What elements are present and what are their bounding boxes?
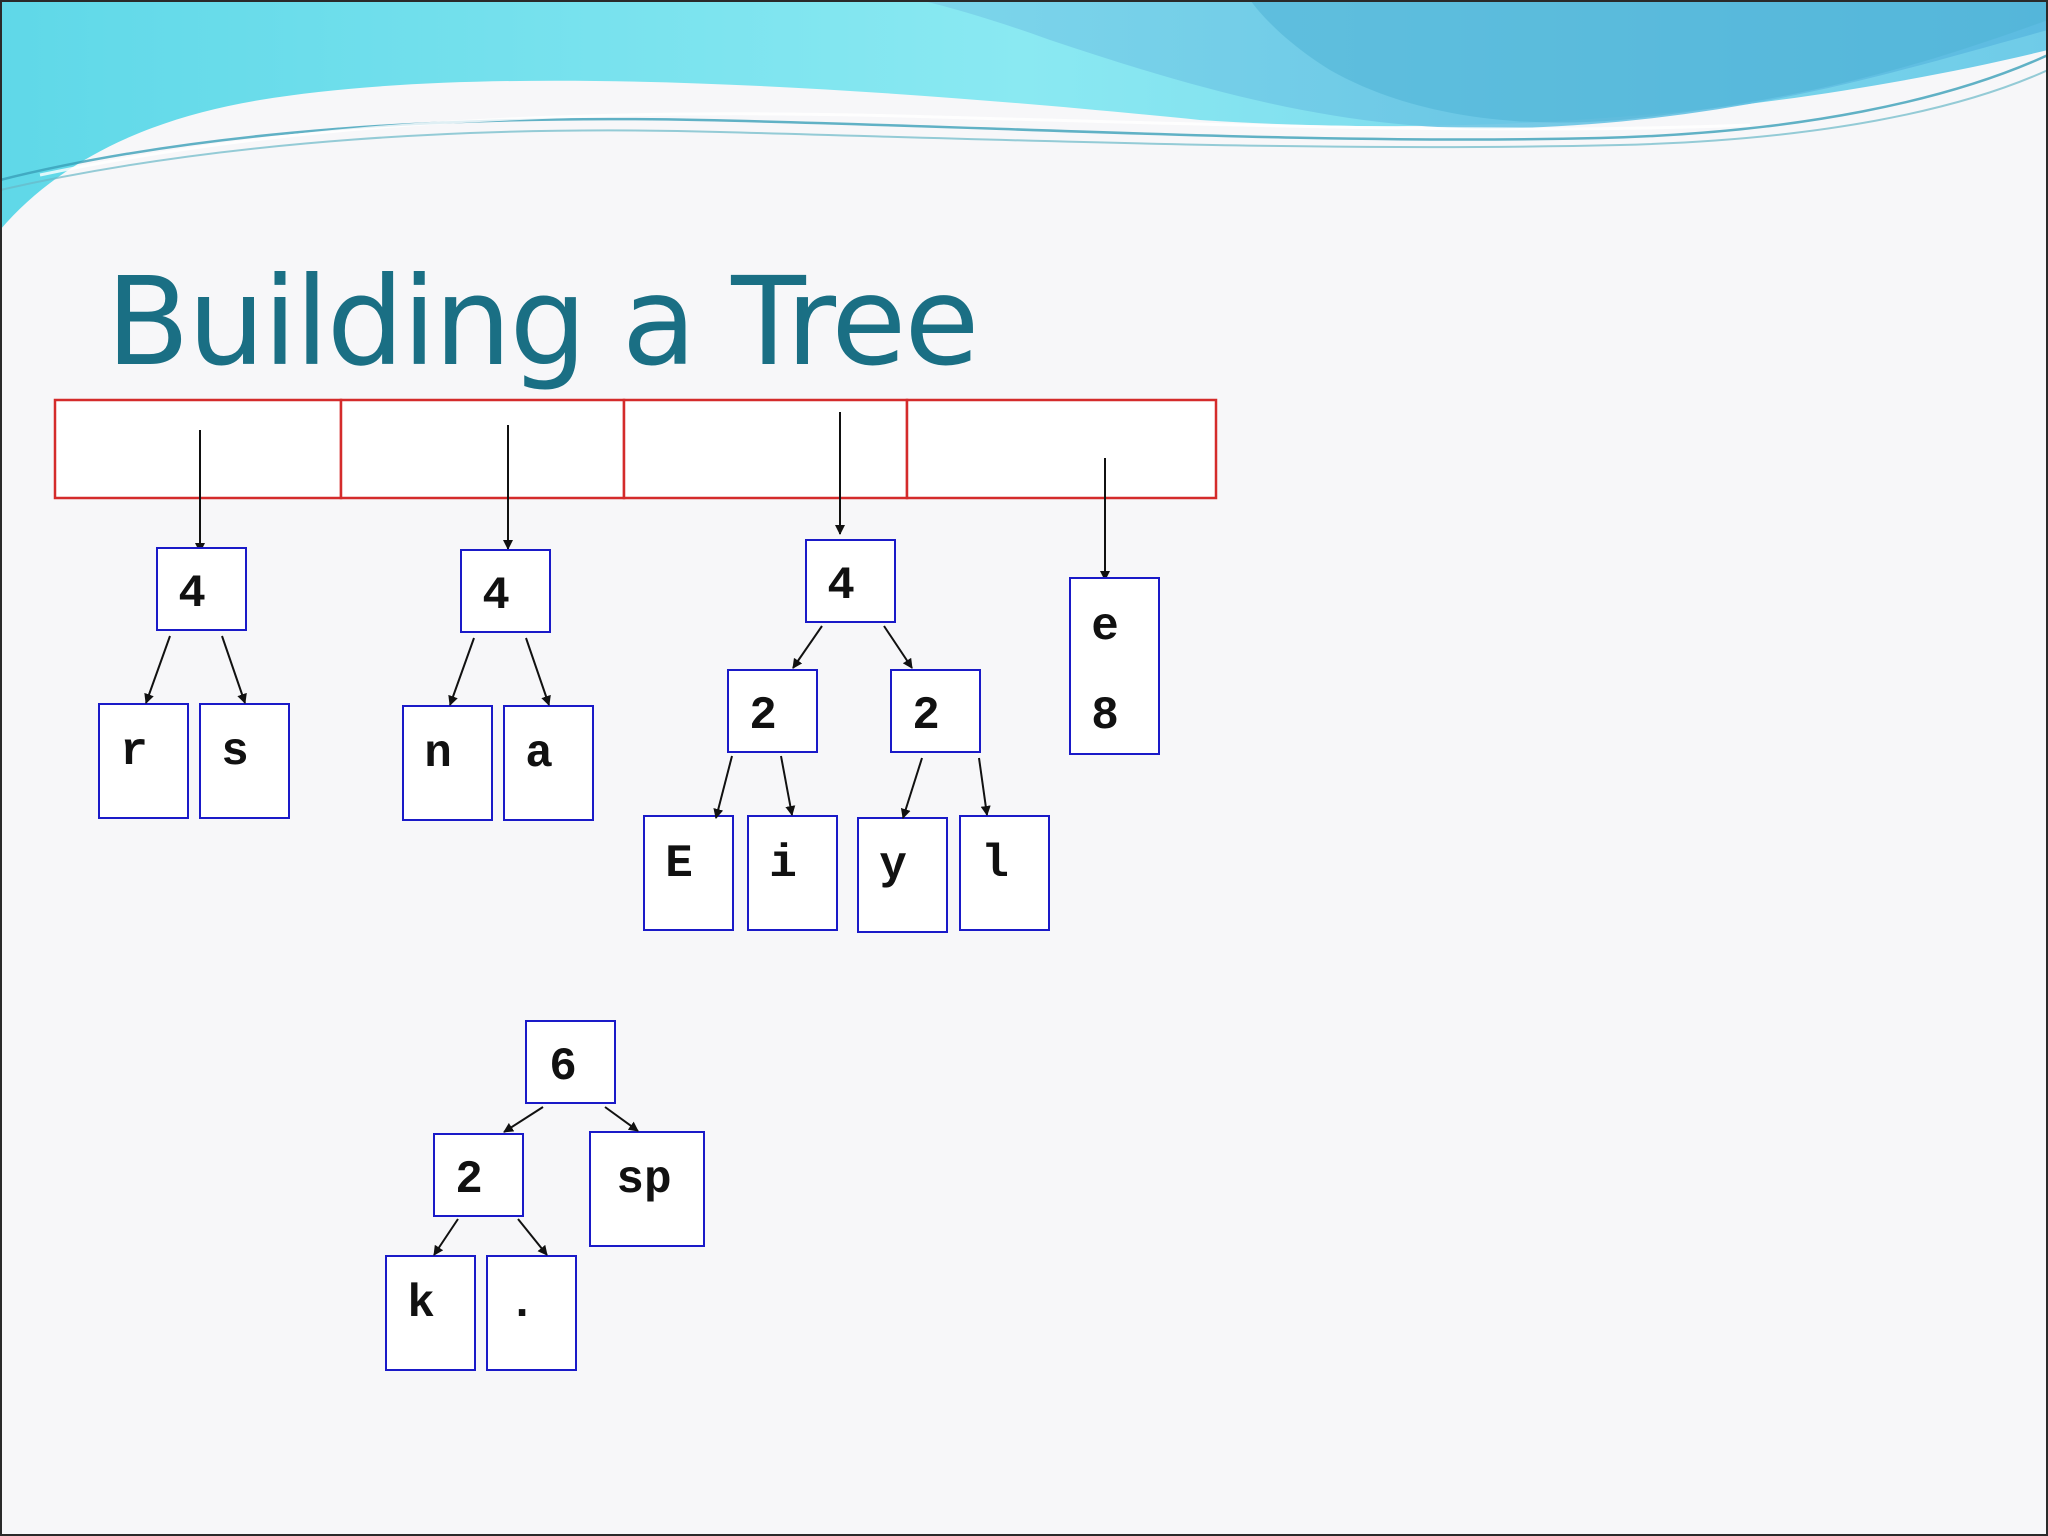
- leaf-symbol: s: [221, 726, 249, 778]
- priority-queue: [53, 398, 1218, 500]
- leaf-symbol: i: [769, 838, 797, 890]
- node-weight: 2: [455, 1154, 483, 1206]
- tree-node: [433, 1133, 524, 1217]
- tree-node: [525, 1020, 616, 1104]
- queue-cell: [622, 398, 909, 500]
- leaf-symbol: a: [525, 728, 553, 780]
- node-weight: 4: [178, 568, 206, 620]
- leaf-symbol: n: [424, 728, 452, 780]
- tree-node: [727, 669, 818, 753]
- leaf-symbol: l: [981, 838, 1009, 890]
- edge-arrow: [978, 757, 991, 816]
- leaf-symbol: r: [120, 726, 148, 778]
- leaf-symbol: .: [508, 1278, 536, 1330]
- node-weight: 2: [912, 690, 940, 742]
- tree-leaf: [486, 1255, 577, 1371]
- tree-leaf: [385, 1255, 476, 1371]
- queue-cell: [339, 398, 626, 500]
- leaf-symbol: e: [1091, 601, 1119, 653]
- header-wave-decoration: [0, 0, 2048, 230]
- edge-arrow: [433, 1218, 459, 1256]
- edge-arrow: [144, 635, 171, 704]
- edge-arrow: [503, 1106, 544, 1133]
- tree-node: [156, 547, 247, 631]
- edge-arrow: [713, 755, 733, 819]
- leaf-symbol: y: [879, 840, 907, 892]
- edge-arrow: [525, 637, 551, 706]
- tree-node: [460, 549, 551, 633]
- edge-arrow: [883, 625, 913, 669]
- tree-node: [805, 539, 896, 623]
- tree-node: [890, 669, 981, 753]
- queue-cell: [905, 398, 1218, 500]
- tree-leaf: [1069, 577, 1160, 755]
- edge-arrow: [448, 637, 475, 706]
- queue-cell: [53, 398, 343, 500]
- tree-leaf: [747, 815, 838, 931]
- node-weight: 4: [482, 570, 510, 622]
- node-weight: 4: [827, 560, 855, 612]
- leaf-symbol: sp: [616, 1154, 671, 1206]
- leaf-symbol: E: [665, 838, 693, 890]
- leaf-symbol: k: [407, 1278, 435, 1330]
- edge-arrow: [900, 757, 923, 819]
- tree-leaf: [98, 703, 189, 819]
- edge-arrow: [221, 635, 247, 704]
- tree-leaf: [959, 815, 1050, 931]
- leaf-weight: 8: [1091, 690, 1119, 742]
- edge-arrow: [792, 625, 823, 669]
- edge-arrow: [517, 1218, 548, 1256]
- node-weight: 6: [549, 1041, 577, 1093]
- node-weight: 2: [749, 690, 777, 742]
- tree-leaf: [589, 1131, 705, 1247]
- tree-leaf: [643, 815, 734, 931]
- tree-leaf: [503, 705, 594, 821]
- slide-title: Building a Tree: [106, 251, 979, 393]
- tree-leaf: [402, 705, 493, 821]
- edge-arrow: [780, 755, 796, 816]
- tree-leaf: [199, 703, 290, 819]
- edge-arrow: [604, 1106, 639, 1132]
